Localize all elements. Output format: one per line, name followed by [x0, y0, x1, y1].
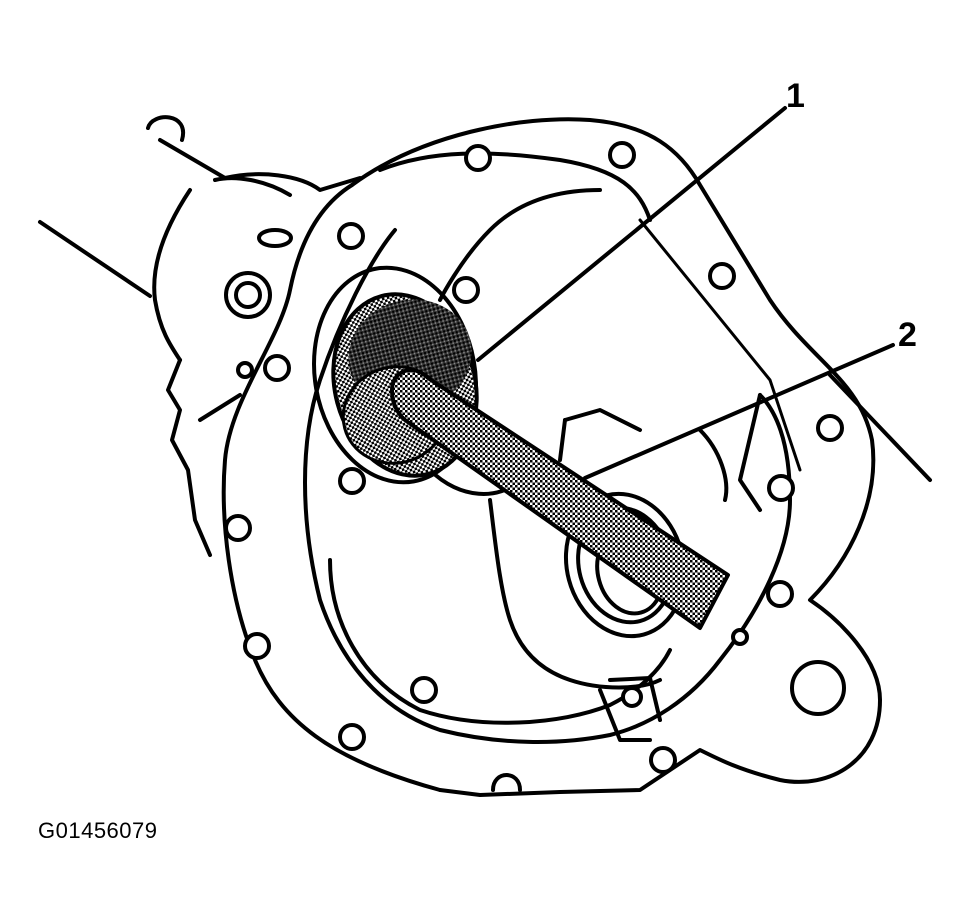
- callout-1-label: 1: [786, 77, 805, 115]
- axle-tube: [38, 115, 362, 557]
- seal-installer-tool: [331, 292, 479, 478]
- callout-1-leader: [476, 106, 787, 362]
- callout-2-label: 2: [898, 316, 917, 354]
- flange-bolts: [224, 141, 846, 792]
- callout-2-leader: [583, 343, 895, 480]
- figure-id: G01456079: [38, 818, 158, 843]
- gasket-flange: [221, 117, 932, 797]
- driver-handle: [390, 368, 730, 630]
